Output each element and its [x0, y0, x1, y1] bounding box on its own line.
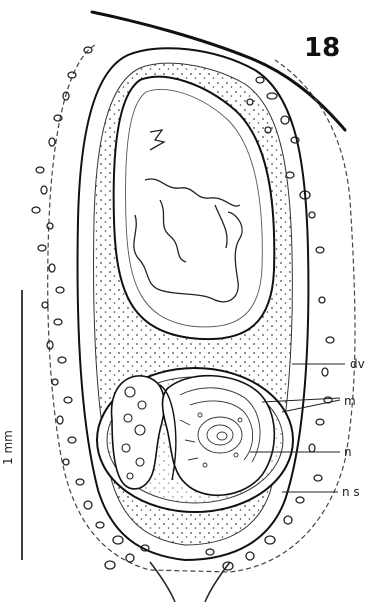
nucleus-region [163, 376, 275, 496]
label-ns: n s [342, 485, 360, 499]
scale-bar-label: 1 mm [1, 430, 15, 465]
label-n: n [344, 445, 352, 459]
label-dv: dv [350, 357, 365, 371]
label-m: m [344, 394, 356, 408]
figure-number: 18 [304, 33, 340, 63]
bottom-stalk [150, 562, 230, 602]
